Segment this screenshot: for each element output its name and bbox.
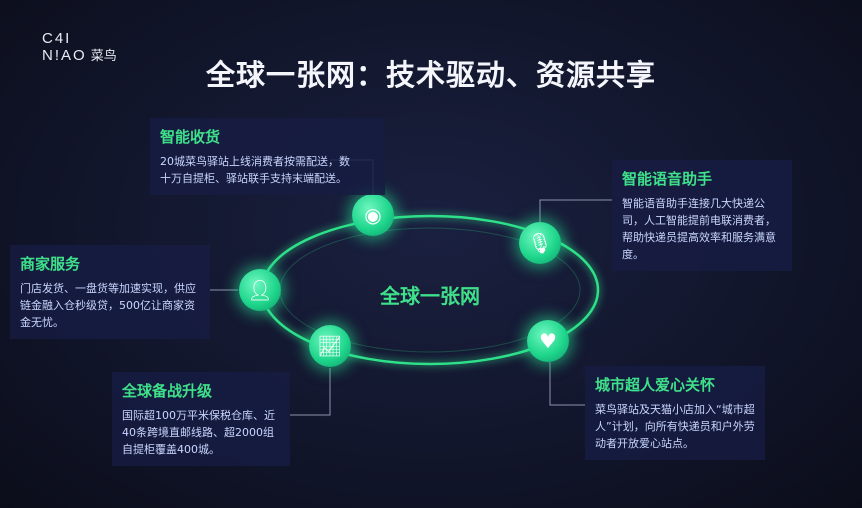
eye-icon: ◉ — [352, 194, 394, 236]
card-title: 商家服务 — [20, 255, 81, 273]
card-body: 门店发货、一盘货等加速实现，供应链金融入仓秒级贷，500亿让商家资金无忧。 — [20, 282, 196, 329]
logo-line1: C4I — [42, 30, 72, 47]
card-city-superman: 城市超人爱心关怀 菜鸟驿站及天猫小店加入“城市超人”计划，向所有快递员和户外劳动… — [585, 366, 765, 460]
card-merchant-service: 商家服务 门店发货、一盘货等加速实现，供应链金融入仓秒级贷，500亿让商家资金无… — [10, 245, 210, 339]
card-title: 智能语音助手 — [622, 170, 713, 188]
card-title: 全球备战升级 — [122, 382, 213, 400]
card-voice-assistant: 智能语音助手 智能语音助手连接几大快递公司，人工智能提前电联消费者，帮助快递员提… — [612, 160, 792, 271]
card-body: 菜鸟驿站及天猫小店加入“城市超人”计划，向所有快递员和户外劳动者开放爱心站点。 — [595, 403, 755, 450]
card-global-upgrade: 全球备战升级 国际超100万平米保税仓库、近40条跨境直邮线路、超2000组自提… — [112, 372, 290, 466]
slide-title: 全球一张网：技术驱动、资源共享 — [205, 58, 656, 92]
user-icon: 👤︎ — [239, 269, 281, 311]
heart-icon: ♥ — [527, 320, 569, 362]
logo-line2: N!AO — [42, 47, 87, 64]
chart-icon: 📈︎ — [309, 325, 351, 367]
card-title: 城市超人爱心关怀 — [595, 376, 716, 394]
center-label: 全球一张网 — [380, 284, 480, 308]
card-smart-receiving: 智能收货 20城菜鸟驿站上线消费者按需配送，数十万自提柜、驿站联手支持末端配送。 — [150, 118, 385, 195]
card-body: 国际超100万平米保税仓库、近40条跨境直邮线路、超2000组自提柜覆盖400城… — [122, 409, 275, 456]
card-title: 智能收货 — [160, 128, 221, 146]
logo-cn: 菜鸟 — [90, 48, 117, 63]
card-body: 20城菜鸟驿站上线消费者按需配送，数十万自提柜、驿站联手支持末端配送。 — [160, 155, 350, 185]
card-body: 智能语音助手连接几大快递公司，人工智能提前电联消费者，帮助快递员提高效率和服务满… — [622, 197, 776, 261]
microphone-icon: 🎙︎ — [519, 222, 561, 264]
